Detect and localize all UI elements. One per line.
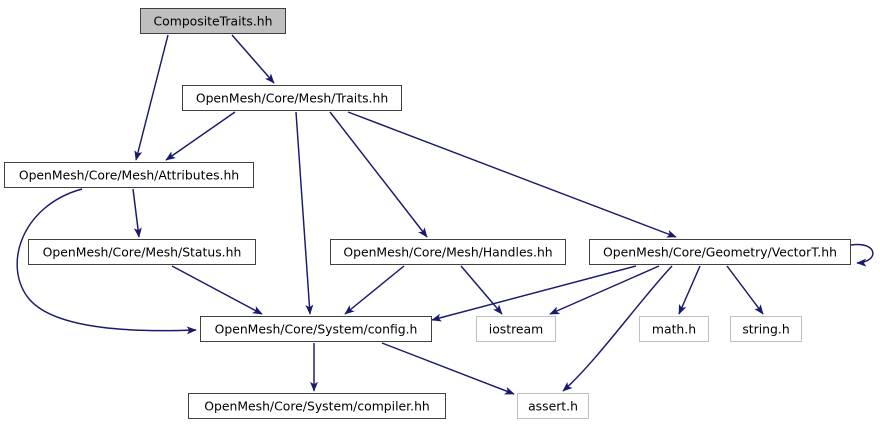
node-label: assert.h — [528, 398, 578, 414]
edge-vectort-to-config — [431, 265, 637, 322]
node-iostream[interactable]: iostream — [476, 316, 556, 342]
node-label: OpenMesh/Core/System/compiler.hh — [204, 398, 430, 414]
node-label: OpenMesh/Core/Geometry/VectorT.hh — [603, 244, 837, 260]
node-composite-traits[interactable]: CompositeTraits.hh — [140, 8, 286, 34]
edge-traits-to-config — [295, 111, 314, 315]
node-label: iostream — [488, 321, 544, 337]
edge-vectort-self-loop — [850, 243, 874, 267]
edge-vectort-to-string — [726, 265, 764, 315]
node-math-h[interactable]: math.h — [639, 316, 709, 342]
node-assert-h[interactable]: assert.h — [517, 393, 589, 419]
edge-traits-to-handles — [329, 111, 428, 238]
edge-composite-traits-to-traits — [231, 34, 275, 84]
edge-vectort-to-math — [678, 265, 701, 315]
node-openmesh-core-mesh-traits[interactable]: OpenMesh/Core/Mesh/Traits.hh — [182, 85, 402, 111]
node-label: OpenMesh/Core/Mesh/Attributes.hh — [18, 167, 240, 183]
node-openmesh-core-geometry-vectort[interactable]: OpenMesh/Core/Geometry/VectorT.hh — [589, 239, 851, 265]
node-openmesh-core-system-config[interactable]: OpenMesh/Core/System/config.h — [200, 316, 432, 342]
edge-handles-to-iostream — [460, 265, 503, 315]
node-openmesh-core-mesh-handles[interactable]: OpenMesh/Core/Mesh/Handles.hh — [330, 239, 566, 265]
node-label: OpenMesh/Core/System/config.h — [214, 321, 418, 337]
edge-attributes-to-status — [132, 188, 142, 238]
node-label: CompositeTraits.hh — [153, 13, 273, 29]
node-openmesh-core-mesh-status[interactable]: OpenMesh/Core/Mesh/Status.hh — [28, 239, 256, 265]
edge-vectort-to-iostream — [549, 265, 660, 315]
node-label: OpenMesh/Core/Mesh/Status.hh — [42, 244, 242, 260]
node-label: math.h — [651, 321, 697, 337]
edge-traits-to-attributes — [165, 111, 236, 161]
edge-status-to-config — [171, 265, 263, 315]
node-openmesh-core-mesh-attributes[interactable]: OpenMesh/Core/Mesh/Attributes.hh — [4, 162, 254, 188]
node-label: string.h — [742, 321, 790, 337]
node-string-h[interactable]: string.h — [730, 316, 802, 342]
edge-composite-traits-to-attributes — [134, 34, 169, 161]
edge-config-to-assert — [381, 342, 515, 395]
node-label: OpenMesh/Core/Mesh/Traits.hh — [195, 90, 389, 106]
node-label: OpenMesh/Core/Mesh/Handles.hh — [343, 244, 553, 260]
edge-handles-to-config — [344, 265, 405, 315]
node-openmesh-core-system-compiler[interactable]: OpenMesh/Core/System/compiler.hh — [188, 393, 446, 419]
edge-traits-to-vectort — [347, 111, 677, 238]
